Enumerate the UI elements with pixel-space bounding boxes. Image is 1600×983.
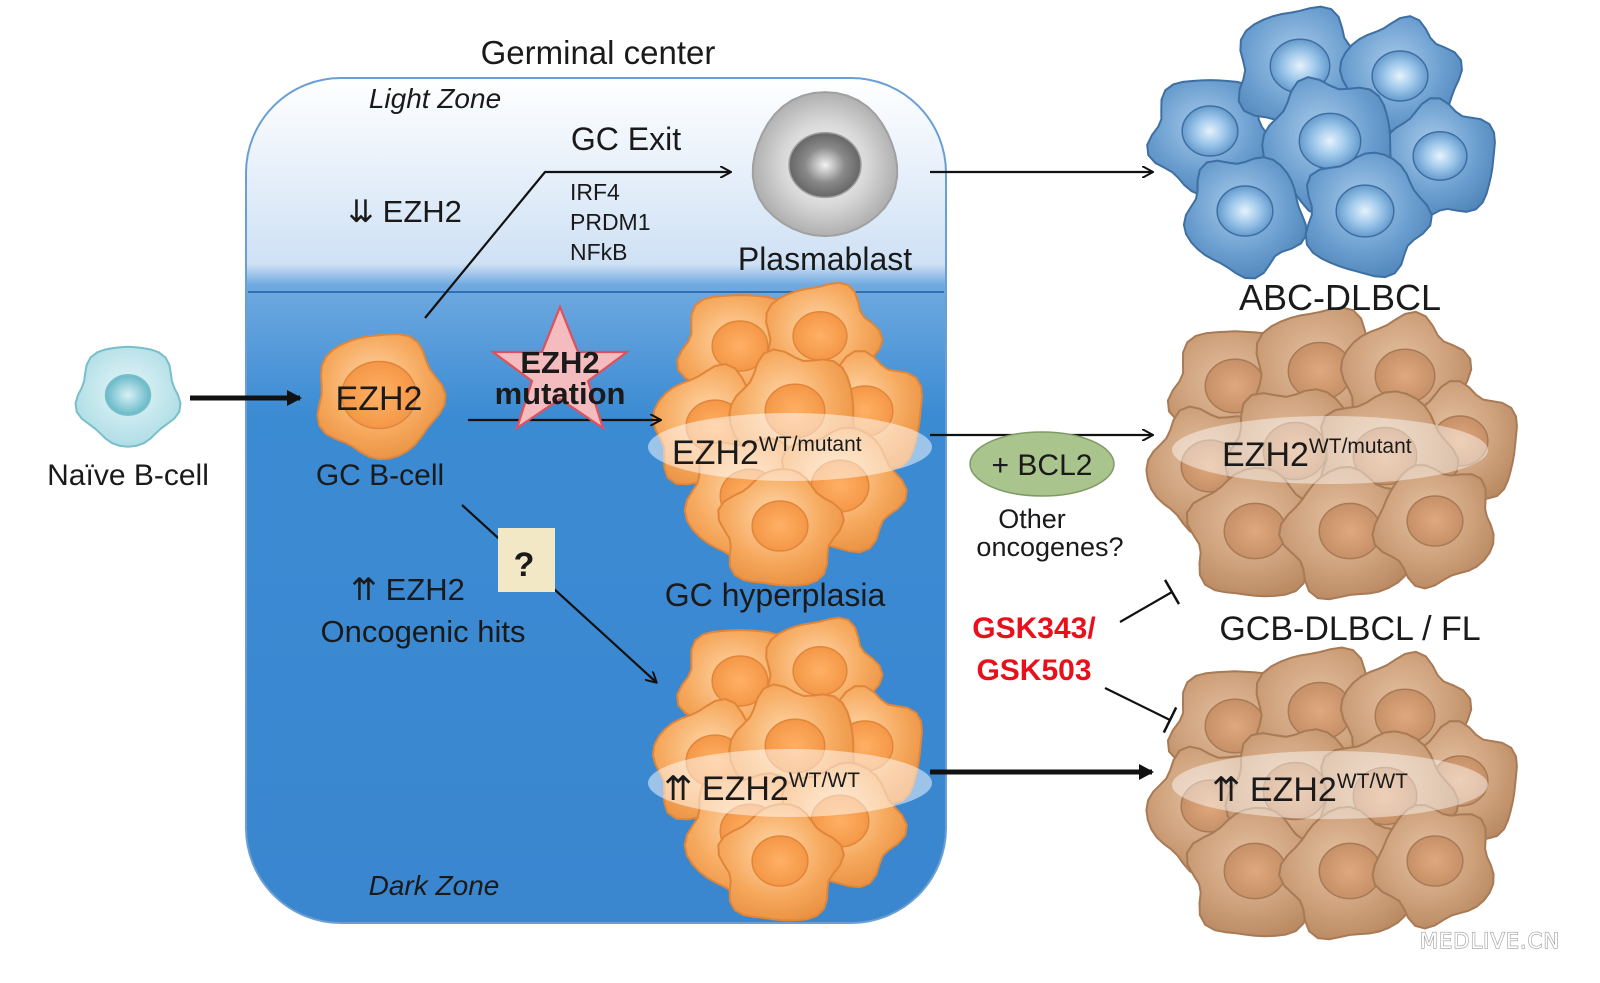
tumor-mut-genotype-base: EZH2 [1222, 436, 1309, 474]
watermark: MEDLIVE.CN [1420, 929, 1560, 953]
oncogenic-hits-label: Oncogenic hits [320, 614, 525, 649]
gc-exit-label: GC Exit [571, 121, 681, 157]
bcl2-label: + BCL2 [992, 449, 1093, 482]
wt-label-band [648, 749, 932, 817]
hyperplasia-cell-8 [717, 468, 845, 587]
naive-label: Naïve B-cell [47, 459, 209, 492]
tumor-wt-label-band [1172, 751, 1488, 819]
tumor-mut-genotype-sup: WT/mutant [1309, 435, 1412, 458]
inhibitor-line2: GSK503 [976, 654, 1091, 687]
mutation-label-line2: mutation [495, 376, 626, 411]
inhibitor-line1: GSK343/ [972, 612, 1096, 645]
diagram-title: Germinal center [481, 34, 716, 71]
exit-gene-prdm1: PRDM1 [570, 209, 651, 235]
ezh2-down-label: ⇊ EZH2 [348, 194, 462, 229]
inhibit-line-gcb-mut [1119, 579, 1181, 623]
light-zone-label: Light Zone [369, 83, 501, 114]
arrow-gc-exit [424, 172, 730, 319]
wt-genotype-sup: WT/WT [789, 769, 860, 792]
abc-tumor-cell-6 [1182, 156, 1308, 280]
other-oncogenes-line2: oncogenes? [976, 532, 1123, 562]
bcl2-ellipse [969, 431, 1115, 497]
gcb-wt-tumor-cell-10 [1371, 804, 1495, 930]
mutation-star [489, 304, 631, 431]
abc-tumor-cell-7 [1304, 151, 1433, 279]
cells-layer [74, 5, 1518, 941]
hyperplasia-genotype-base: EZH2 [672, 434, 759, 472]
dark-zone-label: Dark Zone [369, 870, 500, 901]
question-box [498, 528, 555, 592]
gcb-wt-tumor-cell-8 [1185, 806, 1327, 938]
gcb-dlbcl-label: GCB-DLBCL / FL [1219, 610, 1480, 648]
exit-gene-nfkb: NFkB [570, 239, 628, 265]
gcb-tumor-cell-9 [1278, 465, 1416, 601]
tumor-mut-genotype-label: EZH2WT/mutant [1222, 435, 1412, 474]
hyperplasia-label-band [648, 413, 932, 481]
plasmablast-cell [751, 91, 899, 238]
gcb-tumor-cell-10 [1371, 464, 1495, 590]
question-mark: ? [514, 546, 535, 584]
gc-b-cell [316, 333, 447, 461]
inhibit-line-gcb-wt [1104, 687, 1178, 734]
tumor-wt-genotype-base: ⇈ EZH2 [1212, 771, 1337, 809]
wt-genotype-label: ⇈ EZH2WT/WT [664, 769, 860, 808]
arrow-gc-to-wt [461, 504, 656, 682]
naive-b-cell [74, 345, 182, 448]
tumor-wt-genotype-sup: WT/WT [1337, 770, 1408, 793]
gc-hyperplasia-label: GC hyperplasia [665, 577, 886, 613]
hyperplasia-genotype-label: EZH2WT/mutant [672, 433, 862, 472]
other-oncogenes-line1: Other [998, 504, 1066, 534]
gc-cell-ezh2-label: EZH2 [336, 380, 423, 418]
gc-b-cell-label: GC B-cell [316, 459, 444, 492]
abc-dlbcl-label: ABC-DLBCL [1239, 277, 1441, 318]
plasmablast-label: Plasmablast [738, 241, 912, 277]
mutation-label-line1: EZH2 [520, 345, 599, 380]
hyperplasia-genotype-sup: WT/mutant [759, 433, 862, 456]
exit-gene-irf4: IRF4 [570, 179, 620, 205]
tumor-mut-label-band [1172, 416, 1488, 484]
ezh2-up-label: ⇈ EZH2 [351, 572, 465, 607]
gcb-wt-tumor-cell-9 [1278, 805, 1416, 941]
wt-genotype-base: ⇈ EZH2 [664, 770, 789, 808]
tumor-wt-genotype-label: ⇈ EZH2WT/WT [1212, 770, 1408, 809]
gcb-tumor-cell-8 [1185, 466, 1327, 598]
